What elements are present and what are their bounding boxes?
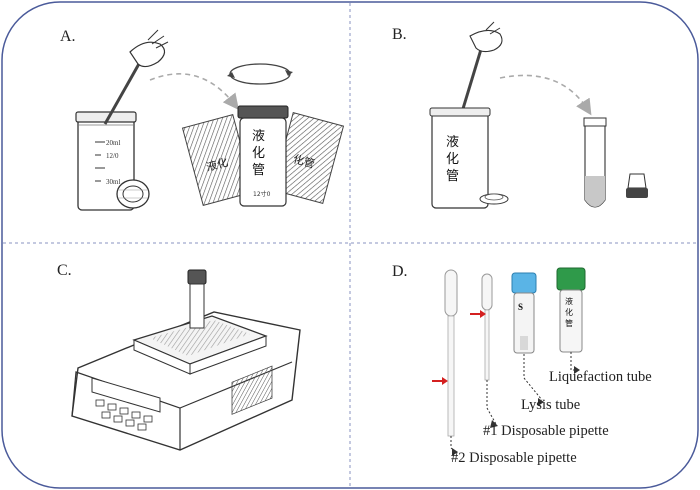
panel-b-illustration: 液 化 管	[429, 21, 648, 209]
panel-c-illustration	[71, 269, 301, 451]
leader-liquefaction	[570, 352, 578, 371]
sachet-left: 液化	[181, 114, 255, 206]
tube-cap-b	[626, 173, 648, 198]
conical-tube-b	[583, 117, 607, 208]
tube-in-heater	[187, 269, 207, 329]
callout-lysis-tube: Lysis tube	[521, 397, 581, 413]
tube-b-char-1: 液	[446, 135, 459, 150]
jar-cap	[116, 179, 150, 209]
leader-pipette-1	[486, 380, 497, 425]
callout-liquefaction-tube: Liquefaction tube	[549, 369, 652, 385]
tube-d-char-3: 管	[565, 318, 573, 328]
pipette-1	[481, 273, 493, 381]
callout-pipette-2: #2 Disposable pipette	[451, 450, 577, 466]
sachet-right: 化管	[271, 112, 345, 204]
transfer-arrow-b	[499, 74, 592, 116]
rotate-icon	[227, 63, 293, 85]
panel-a-illustration: 20ml 12/0 30ml 液化 化	[75, 29, 345, 211]
jar-lid-b	[479, 193, 509, 205]
pipette-with-hand	[103, 29, 169, 125]
lysis-tube: S	[511, 272, 537, 354]
sample-jar-b: 液 化 管	[429, 107, 491, 209]
panel-label-a: A.	[60, 28, 76, 45]
jar-mark-2: 12/0	[106, 152, 119, 160]
liquefaction-tube-a: 液 化 管 12寸0	[237, 105, 289, 207]
lysis-tube-tag: S	[518, 302, 523, 312]
sachet-right-text: 化管	[292, 151, 317, 170]
tube-a-char-1: 液	[252, 129, 265, 144]
transfer-arrow-a	[149, 73, 239, 111]
tube-b-char-3: 管	[446, 169, 459, 184]
panel-d-illustration: S 液 化 管	[432, 267, 586, 456]
tube-b-char-2: 化	[446, 152, 459, 167]
tube-a-char-2: 化	[252, 146, 265, 161]
red-arrow-2	[432, 377, 448, 385]
well-plate	[132, 315, 268, 375]
callout-pipette-1: #1 Disposable pipette	[483, 423, 609, 439]
panel-label-b: B.	[392, 26, 407, 43]
tube-a-char-3: 管	[252, 163, 265, 178]
pipette-with-hand-b	[460, 21, 503, 113]
control-panel	[91, 377, 161, 431]
vent-grille	[231, 365, 273, 415]
panel-label-c: C.	[57, 262, 72, 279]
leader-lysis	[523, 354, 543, 401]
jar-mark-1: 20ml	[106, 139, 120, 147]
pipette-2	[444, 269, 458, 437]
tube-d-char-1: 液	[565, 296, 573, 306]
sachet-left-text: 液化	[205, 155, 230, 174]
tube-a-small: 12寸0	[253, 190, 271, 198]
tube-d-char-2: 化	[565, 307, 573, 317]
panel-label-d: D.	[392, 263, 408, 280]
liquefaction-tube-d: 液 化 管	[556, 267, 586, 353]
jar-mark-3: 30ml	[106, 178, 120, 186]
red-arrow-1	[470, 310, 486, 318]
